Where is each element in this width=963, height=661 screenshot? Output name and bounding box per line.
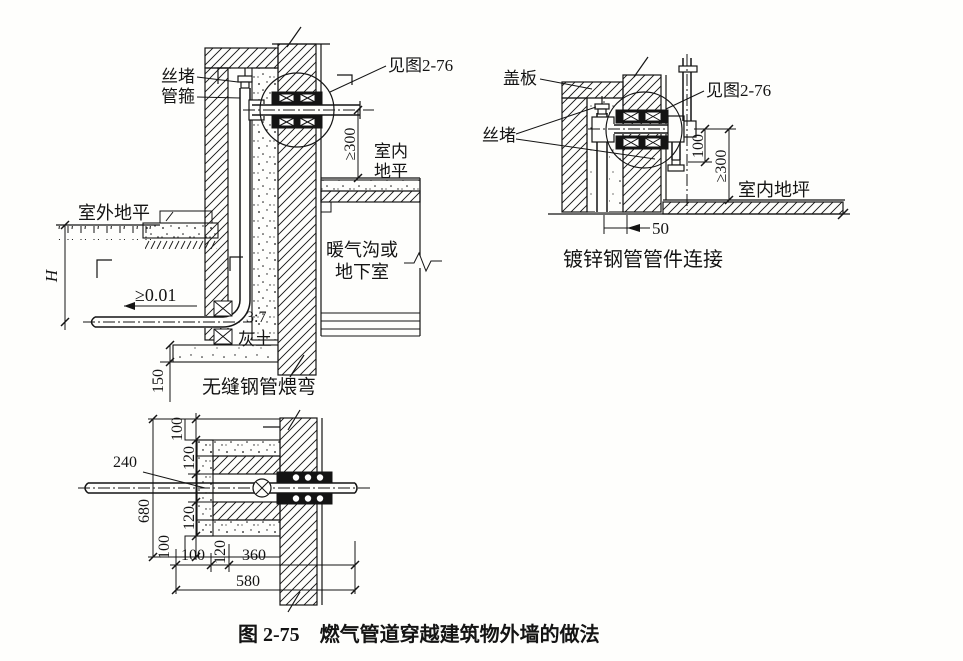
indoor-level-label: 地平 bbox=[374, 162, 408, 181]
lime-label: 3:7 bbox=[246, 309, 266, 326]
pit-left-wall bbox=[561, 97, 588, 213]
seal-block-top bbox=[276, 471, 333, 484]
wall-sleeve bbox=[615, 109, 669, 150]
corner-mark bbox=[96, 259, 112, 278]
detail-circle bbox=[259, 72, 335, 148]
drip-plug bbox=[667, 142, 685, 172]
floor-topping bbox=[320, 179, 421, 192]
indoor-level-label: 室内地坪 bbox=[738, 180, 810, 200]
leader-line bbox=[142, 471, 206, 489]
svg-text:100: 100 bbox=[156, 535, 173, 559]
detail-circle bbox=[605, 91, 683, 169]
gas-pipe-outer bbox=[95, 88, 251, 328]
union-symbol bbox=[252, 478, 272, 498]
break-mark-bottom bbox=[287, 591, 301, 613]
dim-50: 50 bbox=[603, 215, 669, 238]
trench-label: 暖气沟或 bbox=[326, 240, 398, 260]
outdoor-riser-plug bbox=[594, 96, 610, 115]
svg-text:50: 50 bbox=[652, 219, 669, 238]
dim-240-label: 240 bbox=[113, 454, 137, 471]
svg-text:120: 120 bbox=[212, 540, 229, 564]
oakum-seals bbox=[213, 300, 233, 345]
exterior-wall bbox=[279, 417, 318, 606]
niche-left-wall bbox=[204, 67, 229, 341]
seal-block-bottom bbox=[276, 492, 333, 505]
indoor-level-label: 室内 bbox=[374, 142, 408, 161]
dim-150: 150 bbox=[150, 340, 178, 402]
plug-label: 丝堵 bbox=[482, 126, 516, 145]
plug-label: 丝堵 bbox=[161, 67, 195, 86]
dim-depth-h: H bbox=[42, 220, 70, 330]
slope-annotation: ≥0.01 bbox=[124, 285, 197, 310]
niche-cap-wall bbox=[204, 47, 279, 69]
see-figure-label: 见图2-76 bbox=[388, 56, 453, 75]
masonry-arm-top bbox=[212, 455, 281, 475]
leader-line bbox=[196, 76, 239, 83]
fitting-caption: 镀锌钢管管件连接 bbox=[563, 248, 723, 271]
break-mark-bottom bbox=[289, 354, 305, 378]
svg-text:150: 150 bbox=[150, 369, 167, 393]
break-zigzag bbox=[404, 251, 442, 273]
earth-marks bbox=[58, 226, 158, 240]
leader-line bbox=[196, 96, 241, 99]
break-mark-top bbox=[286, 26, 302, 48]
gas-pipe-inner bbox=[95, 88, 241, 318]
wall-sleeve bbox=[271, 91, 323, 129]
svg-text:≥0.01: ≥0.01 bbox=[135, 285, 176, 305]
leader-line bbox=[515, 106, 597, 135]
dim-min300: ≥300 bbox=[342, 105, 363, 183]
leader-line bbox=[515, 138, 656, 160]
fitting-detail-view: 盖板 丝堵 见图2-76 100 ≥300 室内地坪 bbox=[482, 54, 850, 271]
svg-text:120: 120 bbox=[181, 446, 198, 470]
floor-slab bbox=[320, 190, 421, 203]
plan-vertical-dims: 100 120 120 100 680 240 bbox=[113, 413, 213, 562]
break-mark-top bbox=[287, 409, 301, 431]
pavement-slab bbox=[159, 210, 213, 224]
see-figure-label: 见图2-76 bbox=[706, 81, 771, 100]
outdoor-level-label: 室外地平 bbox=[78, 203, 150, 223]
plan-detail-view: 100 120 120 100 680 240 100 120 360 bbox=[78, 409, 373, 613]
svg-text:680: 680 bbox=[136, 499, 153, 523]
svg-text:H: H bbox=[42, 268, 61, 283]
leader-line bbox=[539, 78, 593, 90]
svg-text:≥300: ≥300 bbox=[342, 128, 359, 161]
dim-min300: ≥300 bbox=[713, 124, 734, 205]
clamp-label: 管箍 bbox=[161, 87, 195, 106]
riser-flange bbox=[678, 65, 698, 73]
elevation-caption: 无缝钢管煨弯 bbox=[202, 376, 316, 398]
svg-text:100: 100 bbox=[181, 547, 205, 564]
svg-text:≥300: ≥300 bbox=[713, 150, 730, 183]
break-mark-top bbox=[633, 56, 649, 78]
corner-mark bbox=[217, 67, 231, 84]
riser-plug bbox=[237, 68, 253, 89]
plan-horizontal-dims: 100 120 360 580 bbox=[170, 540, 360, 595]
cover-label: 盖板 bbox=[503, 69, 537, 88]
footing-slab bbox=[172, 344, 279, 363]
lime-label: 灰土 bbox=[238, 330, 272, 349]
earth-hatch bbox=[145, 240, 217, 249]
elevation-view: 丝堵 管箍 见图2-76 ≥300 室内 地平 暖气沟或 地下室 室外地平 H … bbox=[42, 26, 453, 402]
cover-plate bbox=[561, 81, 624, 99]
masonry-arm-bottom bbox=[212, 501, 281, 521]
svg-text:360: 360 bbox=[242, 547, 266, 564]
indoor-floor bbox=[662, 201, 844, 215]
corner-mark bbox=[229, 256, 243, 271]
svg-text:100: 100 bbox=[690, 134, 707, 158]
figure-caption: 图 2-75 燃气管道穿越建筑物外墙的做法 bbox=[238, 622, 600, 646]
svg-text:100: 100 bbox=[169, 417, 186, 441]
corner-mark bbox=[337, 74, 353, 85]
trench-label: 地下室 bbox=[335, 262, 389, 282]
svg-text:120: 120 bbox=[181, 506, 198, 530]
leader-line bbox=[329, 65, 387, 93]
svg-text:580: 580 bbox=[236, 573, 260, 590]
leader-line bbox=[665, 90, 705, 110]
